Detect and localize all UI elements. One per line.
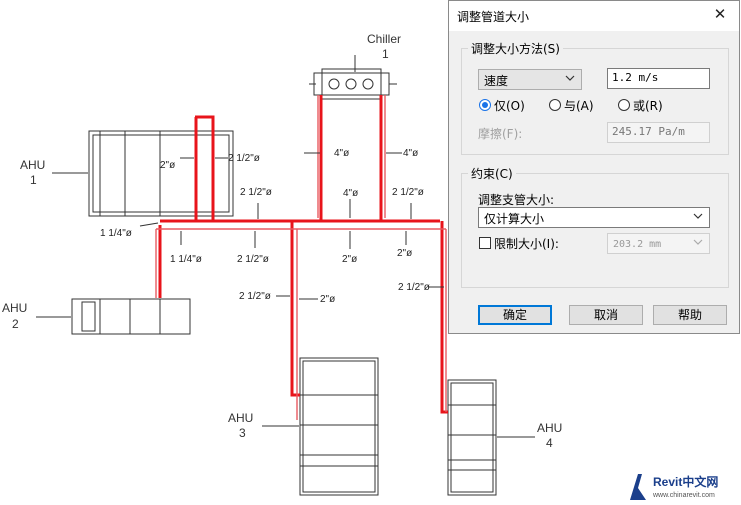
ahu-1-label: AHU [20, 158, 45, 172]
size-tag: 2"ø [160, 157, 194, 171]
revit-logo-icon [630, 474, 646, 500]
ahu-4-number: 4 [546, 436, 553, 450]
size-tag: 2 1/2"ø [237, 231, 269, 265]
limit-size-checkbox[interactable] [479, 237, 491, 249]
svg-text:2 1/2"ø: 2 1/2"ø [240, 187, 272, 198]
sizing-method-title: 调整大小方法(S) [468, 40, 563, 57]
close-icon[interactable]: ✕ [713, 5, 727, 23]
ahu-1-unit[interactable] [88, 130, 234, 217]
size-tag: 2"ø [342, 231, 357, 265]
constraints-group: 约束(C) 调整支管大小: 仅计算大小 限制大小(I): 203.2 mm [461, 165, 729, 288]
velocity-input[interactable]: 1.2 m/s [607, 68, 710, 89]
method-select-value: 速度 [484, 74, 509, 88]
ahu-1-number: 1 [30, 173, 37, 187]
size-labels: 4"ø 4"ø 4"ø 2"ø 2 1/2"ø 2 1/2"ø 2 1/2"ø … [100, 148, 444, 305]
ahu-3-label: AHU [228, 411, 253, 425]
limit-size-select[interactable]: 203.2 mm [607, 233, 710, 254]
radio-only-label: 仅(O) [494, 99, 525, 113]
chevron-down-icon [565, 75, 575, 81]
size-tag: 4"ø [386, 148, 418, 159]
size-tag: 2"ø [299, 294, 335, 305]
constraints-title: 约束(C) [468, 165, 516, 182]
radio-and[interactable] [549, 99, 561, 111]
limit-size-label: 限制大小(I): [494, 237, 559, 251]
chevron-down-icon [693, 239, 703, 245]
friction-label: 摩擦(F): [478, 127, 523, 141]
cancel-button[interactable]: 取消 [569, 305, 643, 325]
size-tag: 4"ø [343, 188, 358, 218]
ahu-2-unit[interactable] [71, 298, 191, 335]
chiller-unit[interactable] [309, 55, 397, 100]
revit-watermark-logo: Revit中文网 www.chinarevit.com [630, 474, 718, 500]
limit-size-value: 203.2 mm [613, 239, 662, 250]
svg-text:2"ø: 2"ø [342, 254, 357, 265]
size-tag: 1 1/4"ø [100, 222, 159, 239]
svg-text:2"ø: 2"ø [160, 160, 175, 171]
svg-text:4"ø: 4"ø [334, 148, 349, 159]
svg-text:2 1/2"ø: 2 1/2"ø [239, 291, 271, 302]
friction-input[interactable]: 245.17 Pa/m [607, 122, 710, 143]
svg-text:2"ø: 2"ø [320, 294, 335, 305]
radio-and-label: 与(A) [564, 99, 594, 113]
ahu-4-label: AHU [537, 421, 562, 435]
radio-or-label: 或(R) [633, 99, 663, 113]
svg-text:2 1/2"ø: 2 1/2"ø [237, 254, 269, 265]
size-tag: 4"ø [304, 148, 349, 159]
branch-size-value: 仅计算大小 [484, 212, 545, 226]
svg-text:4"ø: 4"ø [403, 148, 418, 159]
ahu-4-unit[interactable] [447, 379, 497, 496]
radio-only[interactable] [479, 99, 491, 111]
svg-text:2 1/2"ø: 2 1/2"ø [398, 282, 430, 293]
return-pipes [155, 95, 447, 420]
radio-or[interactable] [618, 99, 630, 111]
size-tag: 2 1/2"ø [398, 282, 444, 293]
ahu-2-label: AHU [2, 301, 27, 315]
svg-text:2 1/2"ø: 2 1/2"ø [392, 187, 424, 198]
svg-text:2 1/2"ø: 2 1/2"ø [228, 153, 260, 164]
svg-text:2"ø: 2"ø [397, 248, 412, 259]
svg-text:4"ø: 4"ø [343, 188, 358, 199]
watermark-url: www.chinarevit.com [652, 492, 715, 499]
dialog-titlebar[interactable]: 调整管道大小 ✕ [449, 1, 739, 31]
dialog-title: 调整管道大小 [457, 10, 530, 24]
branch-size-label: 调整支管大小: [478, 193, 555, 207]
ahu-3-unit[interactable] [299, 357, 379, 496]
resize-pipe-dialog[interactable]: 调整管道大小 ✕ 调整大小方法(S) 速度 1.2 m/s 仅(O) 与(A) … [448, 0, 740, 334]
pipe-network[interactable] [155, 95, 448, 420]
size-tag: 2 1/2"ø [392, 187, 424, 219]
ok-button[interactable]: 确定 [478, 305, 552, 325]
watermark-brand: Revit中文网 [653, 474, 718, 489]
help-button[interactable]: 帮助 [653, 305, 727, 325]
svg-text:1 1/4"ø: 1 1/4"ø [100, 228, 132, 239]
chiller-number: 1 [382, 47, 389, 61]
ahu-3-number: 3 [239, 426, 246, 440]
ahu-2-number: 2 [12, 317, 19, 331]
svg-text:1 1/4"ø: 1 1/4"ø [170, 254, 202, 265]
chevron-down-icon [693, 213, 703, 219]
size-tag: 2 1/2"ø [240, 187, 272, 219]
size-tag: 2"ø [397, 231, 412, 259]
sizing-method-group: 调整大小方法(S) 速度 1.2 m/s 仅(O) 与(A) 或(R) 摩擦(F… [461, 40, 729, 155]
method-select[interactable]: 速度 [478, 69, 582, 90]
branch-size-select[interactable]: 仅计算大小 [478, 207, 710, 228]
size-tag: 1 1/4"ø [170, 231, 202, 265]
size-tag: 2 1/2"ø [239, 291, 290, 302]
size-tag: 2 1/2"ø [215, 153, 260, 164]
chiller-label: Chiller [367, 32, 401, 46]
